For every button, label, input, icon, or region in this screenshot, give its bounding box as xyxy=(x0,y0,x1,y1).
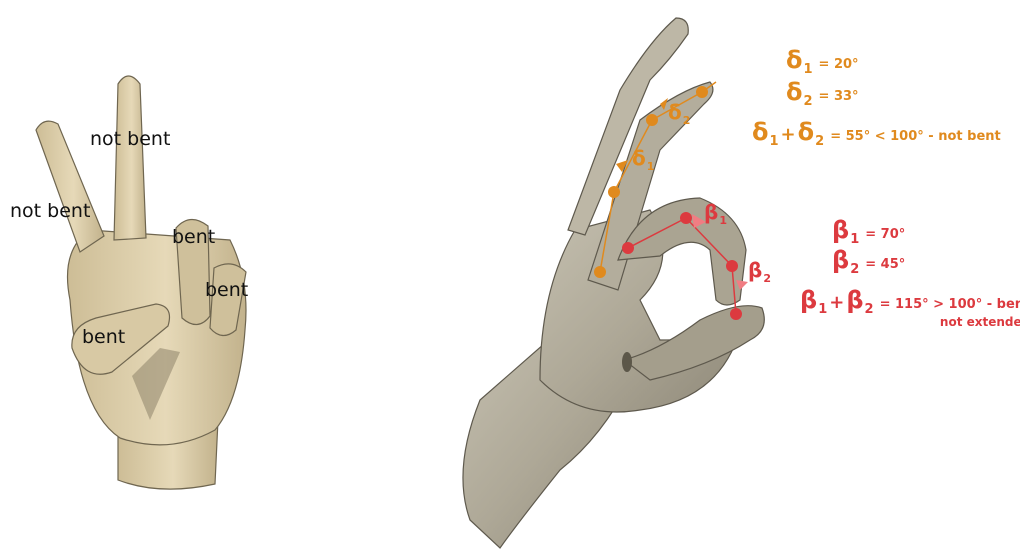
beta2-equation: β2= 45° xyxy=(832,248,905,276)
delta2-marker: δ2 xyxy=(668,102,690,126)
ring-finger-label: bent xyxy=(172,228,215,247)
beta2-marker: β2 xyxy=(748,260,771,284)
joint-dot xyxy=(680,212,692,224)
joint-dot xyxy=(730,308,742,320)
index-finger-label: not bent xyxy=(10,202,90,221)
delta2-equation: δ2= 33° xyxy=(786,80,859,108)
beta-sum-equation: β1+β2= 115° > 100° - bent not extended xyxy=(800,288,1020,328)
delta1-equation: δ1= 20° xyxy=(786,48,859,76)
joint-dot xyxy=(608,186,620,198)
delta1-marker: δ1 xyxy=(632,148,654,172)
joint-dot xyxy=(594,266,606,278)
beta1-marker: β1 xyxy=(704,202,727,226)
thumb-label: bent xyxy=(82,328,125,347)
little-finger-label: bent xyxy=(205,281,248,300)
joint-dot xyxy=(646,114,658,126)
not-extended-note: not extended xyxy=(800,316,1020,328)
joint-dot xyxy=(622,242,634,254)
joint-dot xyxy=(726,260,738,272)
middle-finger-label: not bent xyxy=(90,130,170,149)
beta1-equation: β1= 70° xyxy=(832,218,905,246)
right-hand-illustration xyxy=(463,18,764,548)
delta-sum-equation: δ1+δ2= 55° < 100° - not bent xyxy=(752,120,1001,148)
joint-dot xyxy=(696,86,708,98)
